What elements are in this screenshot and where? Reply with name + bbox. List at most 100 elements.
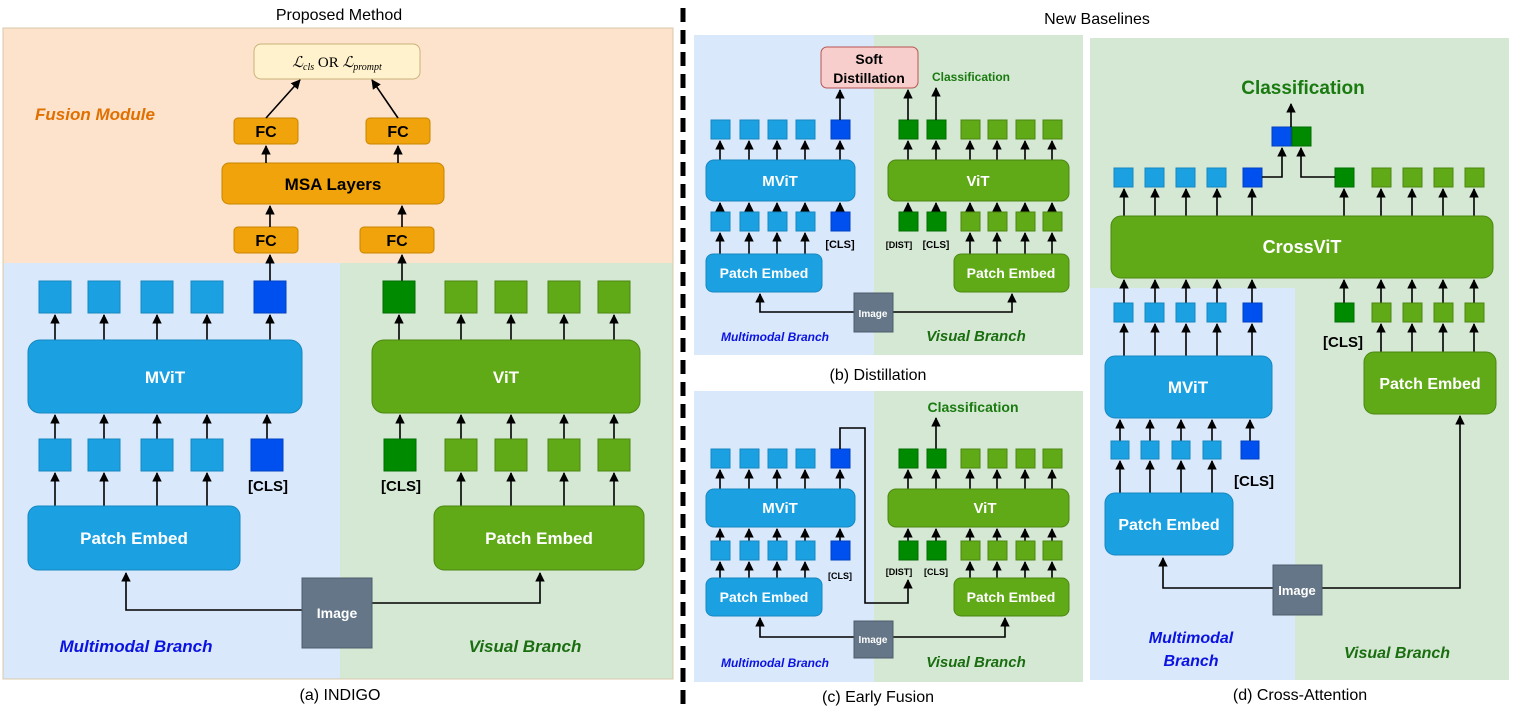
image-box	[301, 577, 373, 649]
distillation-label: Distillation	[833, 70, 905, 86]
patch-embed-vit-label: Patch Embed	[485, 529, 593, 548]
image-label: Image	[317, 605, 358, 621]
d-low-blue-tokens	[1110, 440, 1260, 460]
b-image-label: Image	[859, 309, 888, 320]
c-image-label: Image	[859, 635, 888, 646]
fc-top-right-label: FC	[387, 124, 409, 141]
c-multimodal-bg	[694, 391, 874, 682]
d-patch-embed-vit	[1363, 351, 1497, 415]
d-cls-mvit: [CLS]	[1234, 473, 1274, 490]
b-vit-label: ViT	[966, 173, 989, 190]
b-visual-branch: Visual Branch	[926, 328, 1025, 345]
crossvit-block	[1110, 215, 1494, 279]
mvit-output-tokens	[38, 280, 287, 314]
panel-a-border	[2, 27, 674, 680]
c-patch-embed-mvit-label: Patch Embed	[720, 589, 809, 605]
d-top-blue-tokens	[1113, 167, 1263, 188]
d-mvit-block	[1104, 355, 1273, 419]
cls-label-vit: [CLS]	[381, 478, 421, 495]
crossvit-label: CrossViT	[1263, 237, 1342, 257]
panel-a: Fusion Module ℒcls OR ℒprompt FC FC MSA …	[2, 27, 674, 704]
d-patch-embed-mvit-label: Patch Embed	[1118, 517, 1219, 534]
c-mvit-in-tokens	[710, 540, 851, 561]
d-mvit-label: MViT	[1168, 378, 1209, 397]
caption-c: (c) Early Fusion	[822, 689, 934, 706]
caption-b: (b) Distillation	[830, 367, 927, 384]
loss-box	[253, 43, 421, 80]
b-cls-mvit: [CLS]	[825, 239, 855, 251]
vit-output-tokens	[382, 280, 631, 314]
d-branch-label: Branch	[1163, 653, 1218, 670]
mvit-label: MViT	[145, 368, 186, 387]
d-merged-blue	[1271, 126, 1292, 147]
b-cls-vit: [CLS]	[923, 240, 950, 251]
d-image-box	[1272, 564, 1323, 616]
c-dist-label: [DIST]	[886, 567, 913, 577]
b-multimodal-branch: Multimodal Branch	[721, 330, 829, 344]
vit-input-tokens	[383, 438, 631, 472]
c-vit-label: ViT	[973, 500, 996, 517]
b-patch-embed-vit	[953, 253, 1070, 293]
c-vit-block	[887, 488, 1070, 528]
d-merged-green	[1291, 126, 1312, 147]
b-patch-embed-mvit-label: Patch Embed	[720, 265, 809, 281]
fc-bottom-left-label: FC	[255, 233, 277, 250]
mvit-input-tokens	[38, 438, 284, 472]
classification-label-b: Classification	[932, 70, 1010, 84]
fc-bottom-right-label: FC	[386, 233, 408, 250]
d-visual-branch: Visual Branch	[1344, 645, 1450, 662]
patch-embed-mvit-label: Patch Embed	[80, 529, 188, 548]
d-top-green-tokens	[1334, 167, 1485, 188]
d-image-label: Image	[1278, 583, 1316, 598]
c-vit-out-tokens	[898, 448, 1063, 469]
vit-label: ViT	[493, 368, 520, 387]
classification-label-c: Classification	[927, 399, 1018, 415]
c-visual-branch: Visual Branch	[926, 654, 1025, 671]
b-vit-out-tokens	[898, 119, 1063, 140]
multimodal-branch-label: Multimodal Branch	[59, 637, 212, 656]
c-mvit-label: MViT	[762, 500, 798, 517]
d-multimodal-label: Multimodal	[1149, 630, 1234, 647]
fc-top-left-label: FC	[255, 124, 277, 141]
b-dist-label: [DIST]	[886, 240, 913, 250]
b-mvit-block	[705, 159, 856, 202]
caption-a: (a) INDIGO	[300, 687, 381, 704]
c-multimodal-branch: Multimodal Branch	[721, 656, 829, 670]
b-image-box	[853, 292, 894, 333]
fc-bottom-right	[359, 226, 435, 254]
b-vit-block	[887, 159, 1070, 202]
b-vit-in-tokens	[898, 211, 1063, 232]
msa-layers	[221, 162, 445, 205]
panel-b: Soft Distillation Classification	[694, 35, 1083, 384]
fc-bottom-left	[233, 226, 299, 254]
b-mvit-out-tokens	[710, 119, 851, 140]
mvit-block	[27, 339, 303, 414]
panel-c: Classification	[694, 391, 1083, 706]
c-mvit-out-tokens	[710, 448, 851, 469]
c-patch-embed-mvit	[705, 577, 823, 617]
visual-branch-label: Visual Branch	[469, 637, 582, 656]
header-baselines: New Baselines	[1044, 11, 1150, 28]
d-mid-blue-tokens	[1113, 302, 1263, 323]
panel-d: Classification	[1090, 38, 1509, 704]
soft-label: Soft	[855, 51, 883, 67]
vit-block	[371, 339, 641, 414]
c-image-box	[853, 620, 894, 659]
c-cls-vit: [CLS]	[924, 567, 948, 577]
msa-label: MSA Layers	[285, 175, 382, 194]
patch-embed-mvit	[27, 505, 241, 571]
d-cls-vit: [CLS]	[1323, 334, 1363, 351]
c-vit-in-tokens	[898, 540, 1063, 561]
header-proposed: Proposed Method	[276, 7, 402, 24]
d-patch-embed-vit-label: Patch Embed	[1379, 376, 1480, 393]
caption-d: (d) Cross-Attention	[1233, 687, 1367, 704]
c-cls-mvit: [CLS]	[828, 571, 852, 581]
loss-label: ℒcls OR ℒprompt	[292, 55, 382, 73]
patch-embed-vit	[433, 505, 645, 571]
c-patch-embed-vit-label: Patch Embed	[967, 589, 1056, 605]
b-mvit-label: MViT	[762, 173, 798, 190]
d-mid-green-tokens	[1334, 302, 1485, 323]
b-patch-embed-mvit	[705, 253, 823, 293]
